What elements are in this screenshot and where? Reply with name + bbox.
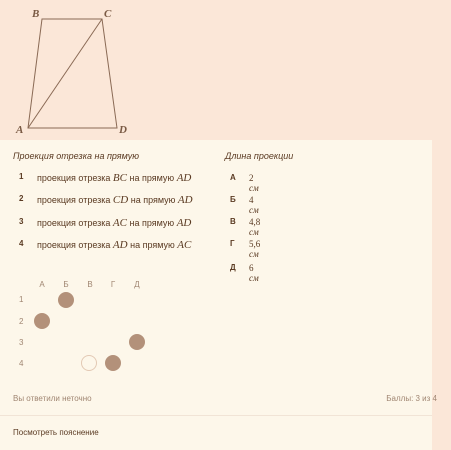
diagonal-ac [27,18,103,129]
answer-value: 4,8 см [249,217,261,237]
divider [0,415,432,416]
answer-letter: Г [230,239,235,248]
answer-letter: А [230,173,236,182]
answer-letter: Б [230,195,236,204]
vertex-label-a: A [16,124,24,136]
answer-value: 5,6 см [249,239,261,259]
question-number: 2 [19,194,24,203]
grid-cell-3-d-selected[interactable] [129,334,145,350]
question-text: проекция отрезка CD на прямую AD [37,194,193,206]
grid-col-label: Б [63,280,69,289]
show-explanation-link[interactable]: Посмотреть пояснение [13,428,99,437]
question-text: проекция отрезка BC на прямую AD [37,172,192,184]
trapezoid-drawing [27,18,118,129]
grid-cell-1-b-selected[interactable] [58,292,74,308]
answer-value: 2 см [249,173,259,193]
question-number: 4 [19,239,24,248]
answer-letter: В [230,217,236,226]
question-text: проекция отрезка AC на прямую AD [37,217,192,229]
grid-row-label: 1 [19,295,24,304]
grid-cell-4-g-selected[interactable] [105,355,121,371]
grid-row-label: 2 [19,317,24,326]
grid-row-label: 3 [19,338,24,347]
grid-row-label: 4 [19,359,24,368]
question-number: 1 [19,172,24,181]
answer-value: 4 см [249,195,259,215]
question-text: проекция отрезка AD на прямую AC [37,239,192,251]
vertex-label-d: D [119,124,127,136]
vertex-label-c: C [104,8,112,20]
left-column-header: Проекция отрезка на прямую [13,151,139,161]
question-number: 3 [19,217,24,226]
vertex-label-b: B [32,8,40,20]
trapezoid-outline [27,18,118,129]
grid-col-label: Г [110,280,116,289]
trapezoid-figure: B C A D [0,0,451,140]
grid-cell-2-a-selected[interactable] [34,313,50,329]
right-column-header: Длина проекции [225,151,294,161]
result-status: Вы ответили неточно [13,394,92,403]
grid-col-label: А [39,280,45,289]
grid-col-label: Д [134,280,140,289]
grid-col-label: В [87,280,93,289]
answer-value: 6 см [249,263,259,283]
grid-cell-4-v-missed[interactable] [81,355,97,371]
answer-letter: Д [230,263,236,272]
score-text: Баллы: 3 из 4 [386,394,437,403]
